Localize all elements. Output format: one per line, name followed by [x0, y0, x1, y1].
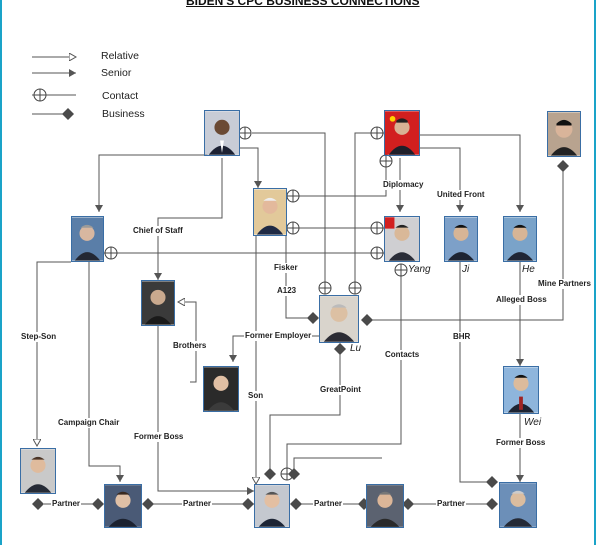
edge-kim-lu: [366, 167, 564, 321]
name-wei: Wei: [524, 417, 542, 428]
portrait-ji: [444, 216, 478, 262]
edge-obama-biden: [238, 147, 262, 188]
portrait-wei: [503, 366, 539, 414]
contact-circle: [33, 88, 47, 102]
contact-circle: [370, 126, 384, 140]
edge-biden-xi-diplomacy: [287, 160, 387, 197]
name-lu: Lu: [350, 343, 362, 354]
legend-business-label: Business: [102, 108, 145, 120]
business-diamond: [288, 468, 300, 480]
label-chief-of-staff: Chief of Staff: [132, 226, 184, 236]
business-diamond: [486, 498, 498, 510]
contact-circle: [286, 189, 300, 203]
business-diamond: [486, 476, 498, 488]
portrait-xi: [384, 110, 420, 156]
business-diamond: [290, 498, 302, 510]
edge-chief-hunter: [157, 326, 254, 495]
label-partner-1: Partner: [51, 499, 82, 509]
label-son: Son: [247, 391, 265, 401]
legend-senior-label: Senior: [101, 67, 132, 79]
contact-circle: [370, 246, 384, 260]
business-diamond: [142, 498, 154, 510]
legend-contact-label: Contact: [102, 90, 139, 102]
portrait-chief-of-staff: [141, 280, 175, 326]
business-diamond: [307, 312, 319, 324]
label-mine-partners: Mine Partners: [537, 279, 592, 289]
edge-greatpoint: [269, 352, 341, 474]
portrait-hunter: [254, 484, 290, 528]
label-diplomacy: Diplomacy: [382, 180, 425, 190]
edge-biden-lu: [285, 236, 316, 319]
name-yang: Yang: [408, 264, 431, 275]
label-bhr: BHR: [452, 332, 472, 342]
business-diamond: [242, 498, 254, 510]
label-fisker: Fisker: [273, 263, 299, 273]
contact-circle: [394, 263, 408, 277]
label-brothers: Brothers: [172, 341, 208, 351]
business-diamond: [361, 314, 373, 326]
contact-circle: [104, 246, 118, 260]
portrait-right-partner: [499, 482, 537, 528]
portrait-kerry: [71, 216, 104, 262]
contact-circle: [318, 281, 332, 295]
business-diamond: [264, 468, 276, 480]
label-partner-3: Partner: [313, 499, 344, 509]
contact-circle: [238, 126, 252, 140]
business-diamond: [62, 108, 74, 120]
contact-circle: [379, 154, 393, 168]
label-step-son: Step-Son: [20, 332, 58, 342]
diagram-title: BIDEN'S CPC BUSINESS CONNECTIONS: [186, 0, 420, 8]
business-diamond: [402, 498, 414, 510]
name-ji: Ji: [462, 264, 470, 275]
edge-business-hunter-link: [293, 457, 382, 474]
label-united-front: United Front: [436, 190, 486, 200]
portrait-obama: [204, 110, 240, 156]
contact-circle: [286, 221, 300, 235]
label-former-employer: Former Employer: [244, 331, 313, 341]
contact-circle: [370, 221, 384, 235]
edge-obama-chief: [154, 158, 223, 280]
label-contacts: Contacts: [384, 350, 421, 360]
portrait-stepson: [20, 448, 56, 494]
edge-obama-lu: [252, 132, 326, 283]
label-campaign-chair: Campaign Chair: [57, 418, 121, 428]
business-diamond: [92, 498, 104, 510]
label-a123: A123: [276, 286, 298, 296]
label-alleged-boss: Alleged Boss: [495, 295, 548, 305]
label-former-boss-left: Former Boss: [133, 432, 185, 442]
business-diamond: [32, 498, 44, 510]
portrait-kim: [547, 111, 581, 157]
legend-relative-label: Relative: [101, 50, 139, 62]
edge-kerry-campaignchair: [88, 262, 124, 482]
edge-ji-bhr: [459, 262, 492, 483]
edge-xi-ji: [420, 147, 464, 212]
portrait-partner: [366, 484, 404, 528]
name-he: He: [522, 264, 535, 275]
edge-xi-he: [420, 134, 524, 212]
contact-circle: [280, 467, 294, 481]
portrait-lu: [319, 295, 359, 343]
portrait-brother: [203, 366, 239, 412]
edge-kerry-stepson: [37, 261, 71, 446]
portrait-he: [503, 216, 537, 262]
contact-circle: [348, 281, 362, 295]
label-partner-4: Partner: [436, 499, 467, 509]
portrait-yang: [384, 216, 420, 262]
portrait-campaign-chair: [104, 484, 142, 528]
edge-obama-kerry: [95, 135, 208, 212]
portrait-biden: [253, 188, 287, 236]
label-greatpoint: GreatPoint: [319, 385, 362, 395]
edge-xi-lu: [354, 132, 384, 283]
business-diamond: [334, 343, 346, 355]
label-partner-2: Partner: [182, 499, 213, 509]
business-diamond: [557, 160, 569, 172]
label-former-boss-right: Former Boss: [495, 438, 547, 448]
